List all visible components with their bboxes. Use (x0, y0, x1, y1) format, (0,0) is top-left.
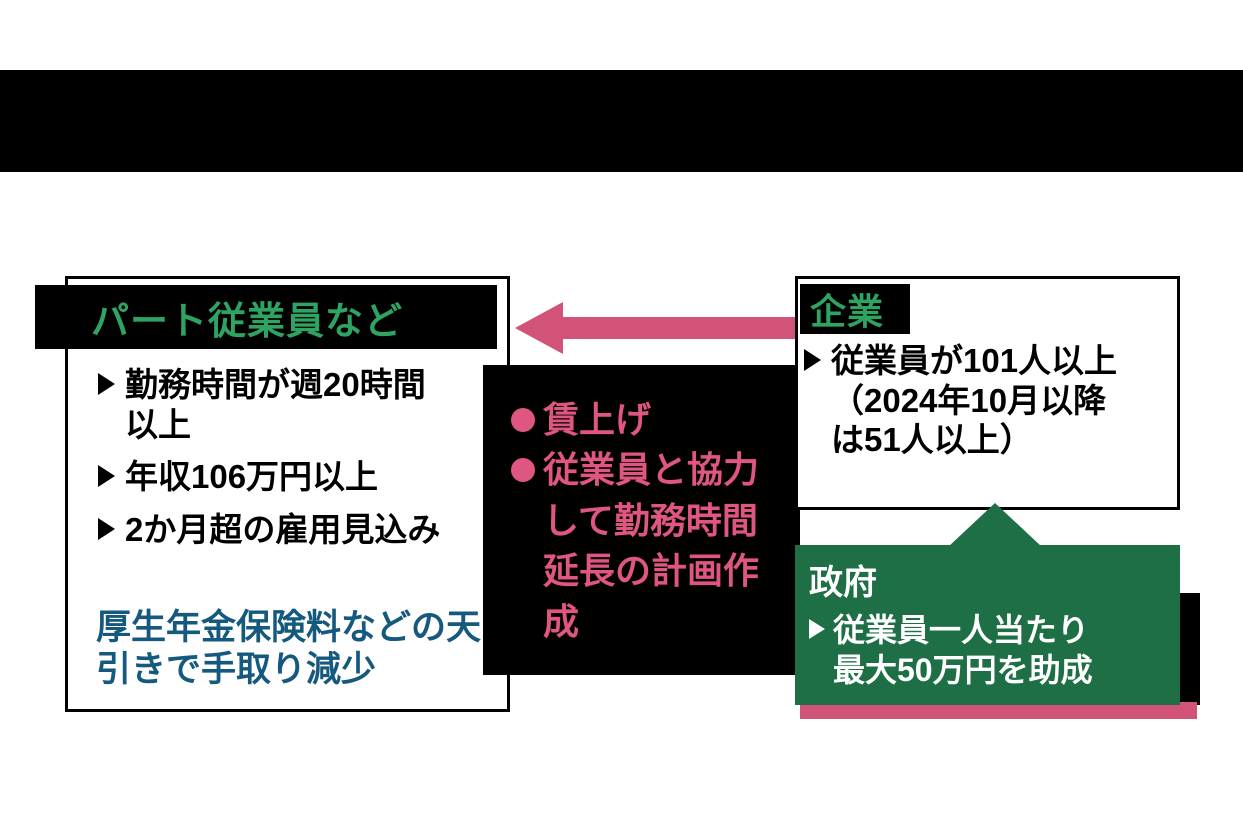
bullet-dot-icon (511, 408, 535, 432)
list-item-text: 勤務時間が週20時間以上 (125, 366, 426, 443)
action-item: 賃上げ (511, 395, 800, 445)
action-text: 賃上げ (543, 399, 652, 440)
deduction-note: 厚生年金保険料などの天引きで手取り減少 (96, 608, 482, 689)
list-item: 2か月超の雇用見込み (98, 510, 501, 550)
list-item: 勤務時間が週20時間以上 (98, 365, 501, 444)
part-time-workers-title: パート従業員など (91, 300, 404, 343)
list-item-text: 従業員一人当たり最大50万円を助成 (833, 612, 1093, 688)
list-item-text: 年収106万円以上 (125, 458, 379, 496)
company-actions-box: 賃上げ 従業員と協力して勤務時間延長の計画作成 (483, 365, 800, 675)
company-panel: 企業 従業員が101人以上（2024年10月以降は51人以上） (795, 276, 1180, 510)
list-item: 従業員が101人以上（2024年10月以降は51人以上） (804, 341, 1171, 460)
company-header: 企業 (800, 284, 910, 334)
part-time-workers-panel: パート従業員など 勤務時間が週20時間以上 年収106万円以上 2か月超の雇用見… (35, 276, 510, 712)
list-item-text: 従業員が101人以上（2024年10月以降は51人以上） (831, 342, 1118, 459)
list-item-text: 2か月超の雇用見込み (125, 510, 441, 548)
government-box-shadow-black (1180, 593, 1200, 705)
government-panel: 政府 従業員一人当たり最大50万円を助成 (795, 545, 1180, 705)
triangle-bullet-icon (98, 465, 115, 488)
triangle-bullet-icon (98, 373, 115, 395)
arrow-head-icon (515, 302, 563, 354)
up-triangle-icon (948, 503, 1042, 547)
government-title: 政府 (809, 564, 877, 602)
company-title: 企業 (810, 291, 885, 332)
arrow-shaft (563, 317, 801, 339)
bullet-dot-icon (511, 458, 535, 483)
triangle-bullet-icon (98, 517, 115, 540)
left-arrow-icon (515, 302, 801, 354)
part-time-workers-header: パート従業員など (35, 285, 497, 349)
title-banner (0, 70, 1243, 172)
list-item: 従業員一人当たり最大50万円を助成 (809, 610, 1180, 690)
action-text: 従業員と協力して勤務時間延長の計画作成 (543, 449, 760, 642)
triangle-bullet-icon (809, 619, 825, 639)
list-item: 年収106万円以上 (98, 457, 501, 497)
part-time-conditions-list: 勤務時間が週20時間以上 年収106万円以上 2か月超の雇用見込み (68, 365, 507, 549)
government-box-shadow-pink (800, 702, 1197, 719)
triangle-bullet-icon (804, 349, 821, 371)
action-item: 従業員と協力して勤務時間延長の計画作成 (511, 445, 800, 647)
